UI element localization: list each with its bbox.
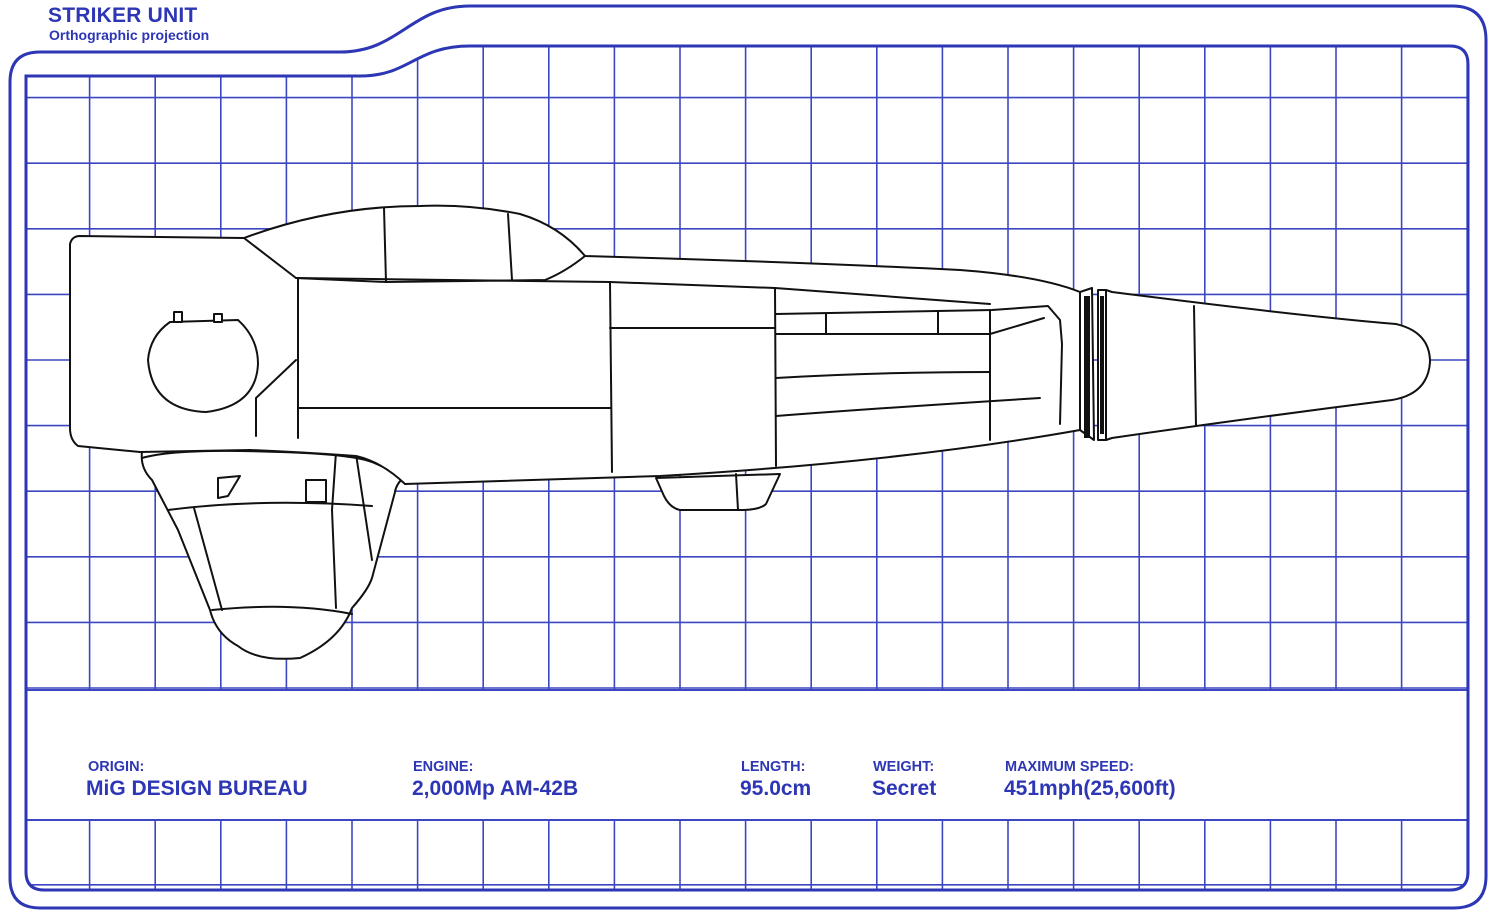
- inner-frame: [24, 44, 1470, 892]
- intake-panel-line: [167, 501, 373, 511]
- fuselage-outline: [69, 204, 1081, 485]
- intake-frame-a: [193, 507, 223, 611]
- hatch-latch-b: [213, 313, 223, 323]
- engine-label: ENGINE:: [413, 759, 474, 775]
- origin-label: ORIGIN:: [88, 759, 145, 775]
- canopy-base: [243, 237, 586, 283]
- length-label: LENGTH:: [741, 759, 806, 775]
- max-speed-label: MAXIMUM SPEED:: [1005, 759, 1134, 775]
- engine-value: 2,000Mp AM-42B: [412, 777, 579, 800]
- canopy-frame-a: [383, 207, 387, 283]
- belly-fairing-line: [735, 473, 739, 511]
- intake-vent: [305, 479, 327, 503]
- intake-frame-b: [331, 451, 337, 609]
- intake-frame-c: [355, 453, 373, 561]
- sheet-title: STRIKER UNIT: [48, 4, 198, 27]
- access-hatch: [147, 319, 259, 413]
- weight-value: Secret: [872, 777, 937, 800]
- length-value: 95.0cm: [740, 777, 812, 800]
- frame-line-c: [774, 287, 777, 467]
- spec-panel: [24, 690, 1470, 820]
- tail-cone: [1105, 289, 1431, 441]
- exhaust-stripe-b: [775, 397, 1041, 417]
- coupling-ring-c: [1100, 296, 1104, 434]
- intake-hatch: [217, 475, 241, 499]
- frame-line-b: [609, 281, 613, 473]
- exhaust-duct: [775, 305, 1063, 425]
- outer-frame: [8, 4, 1488, 910]
- exhaust-stripe-a: [775, 371, 991, 379]
- frame-line-d: [255, 359, 297, 437]
- max-speed-value: 451mph(25,600ft): [1004, 777, 1176, 800]
- weight-label: WEIGHT:: [873, 759, 935, 775]
- striker-unit-drawing: [69, 204, 1431, 660]
- canopy-frame-b: [507, 213, 513, 281]
- intake-bottom-panel: [211, 605, 353, 615]
- coupling-ring-a: [1084, 296, 1090, 438]
- panel-line-upper: [295, 277, 991, 305]
- hatch-latch-a: [173, 311, 183, 323]
- tail-cone-seam: [1193, 305, 1197, 427]
- origin-value: MiG DESIGN BUREAU: [86, 777, 308, 800]
- sheet-subtitle: Orthographic projection: [49, 27, 210, 43]
- belly-fairing: [655, 473, 781, 511]
